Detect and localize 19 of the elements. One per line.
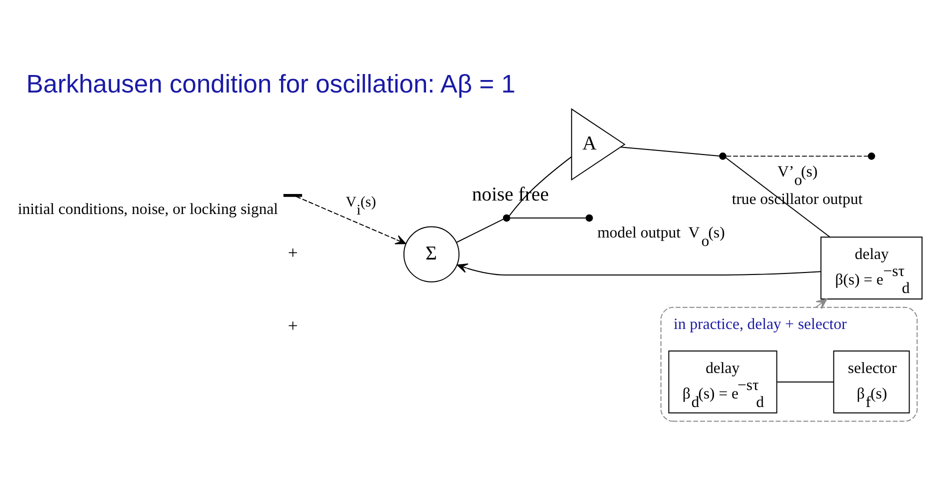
diagram-title: Barkhausen condition for oscillation: Aβ = 1 [26, 70, 516, 98]
node-circle [502, 214, 510, 222]
node-label: initial conditions, noise, or locking signal [18, 200, 278, 218]
connector [726, 155, 868, 156]
node-bar [283, 193, 302, 196]
arrow [815, 298, 828, 309]
node-circle: Σ [403, 226, 460, 282]
label: + [288, 314, 298, 335]
connector [620, 146, 720, 156]
label: + [288, 242, 298, 262]
connector [456, 218, 504, 242]
connector [725, 156, 830, 238]
connector [509, 217, 586, 218]
arrow [296, 195, 406, 244]
node-circle [719, 152, 726, 160]
arrow [456, 262, 822, 275]
node-circle [868, 152, 876, 160]
node-circle [586, 214, 593, 222]
connector [776, 380, 834, 382]
